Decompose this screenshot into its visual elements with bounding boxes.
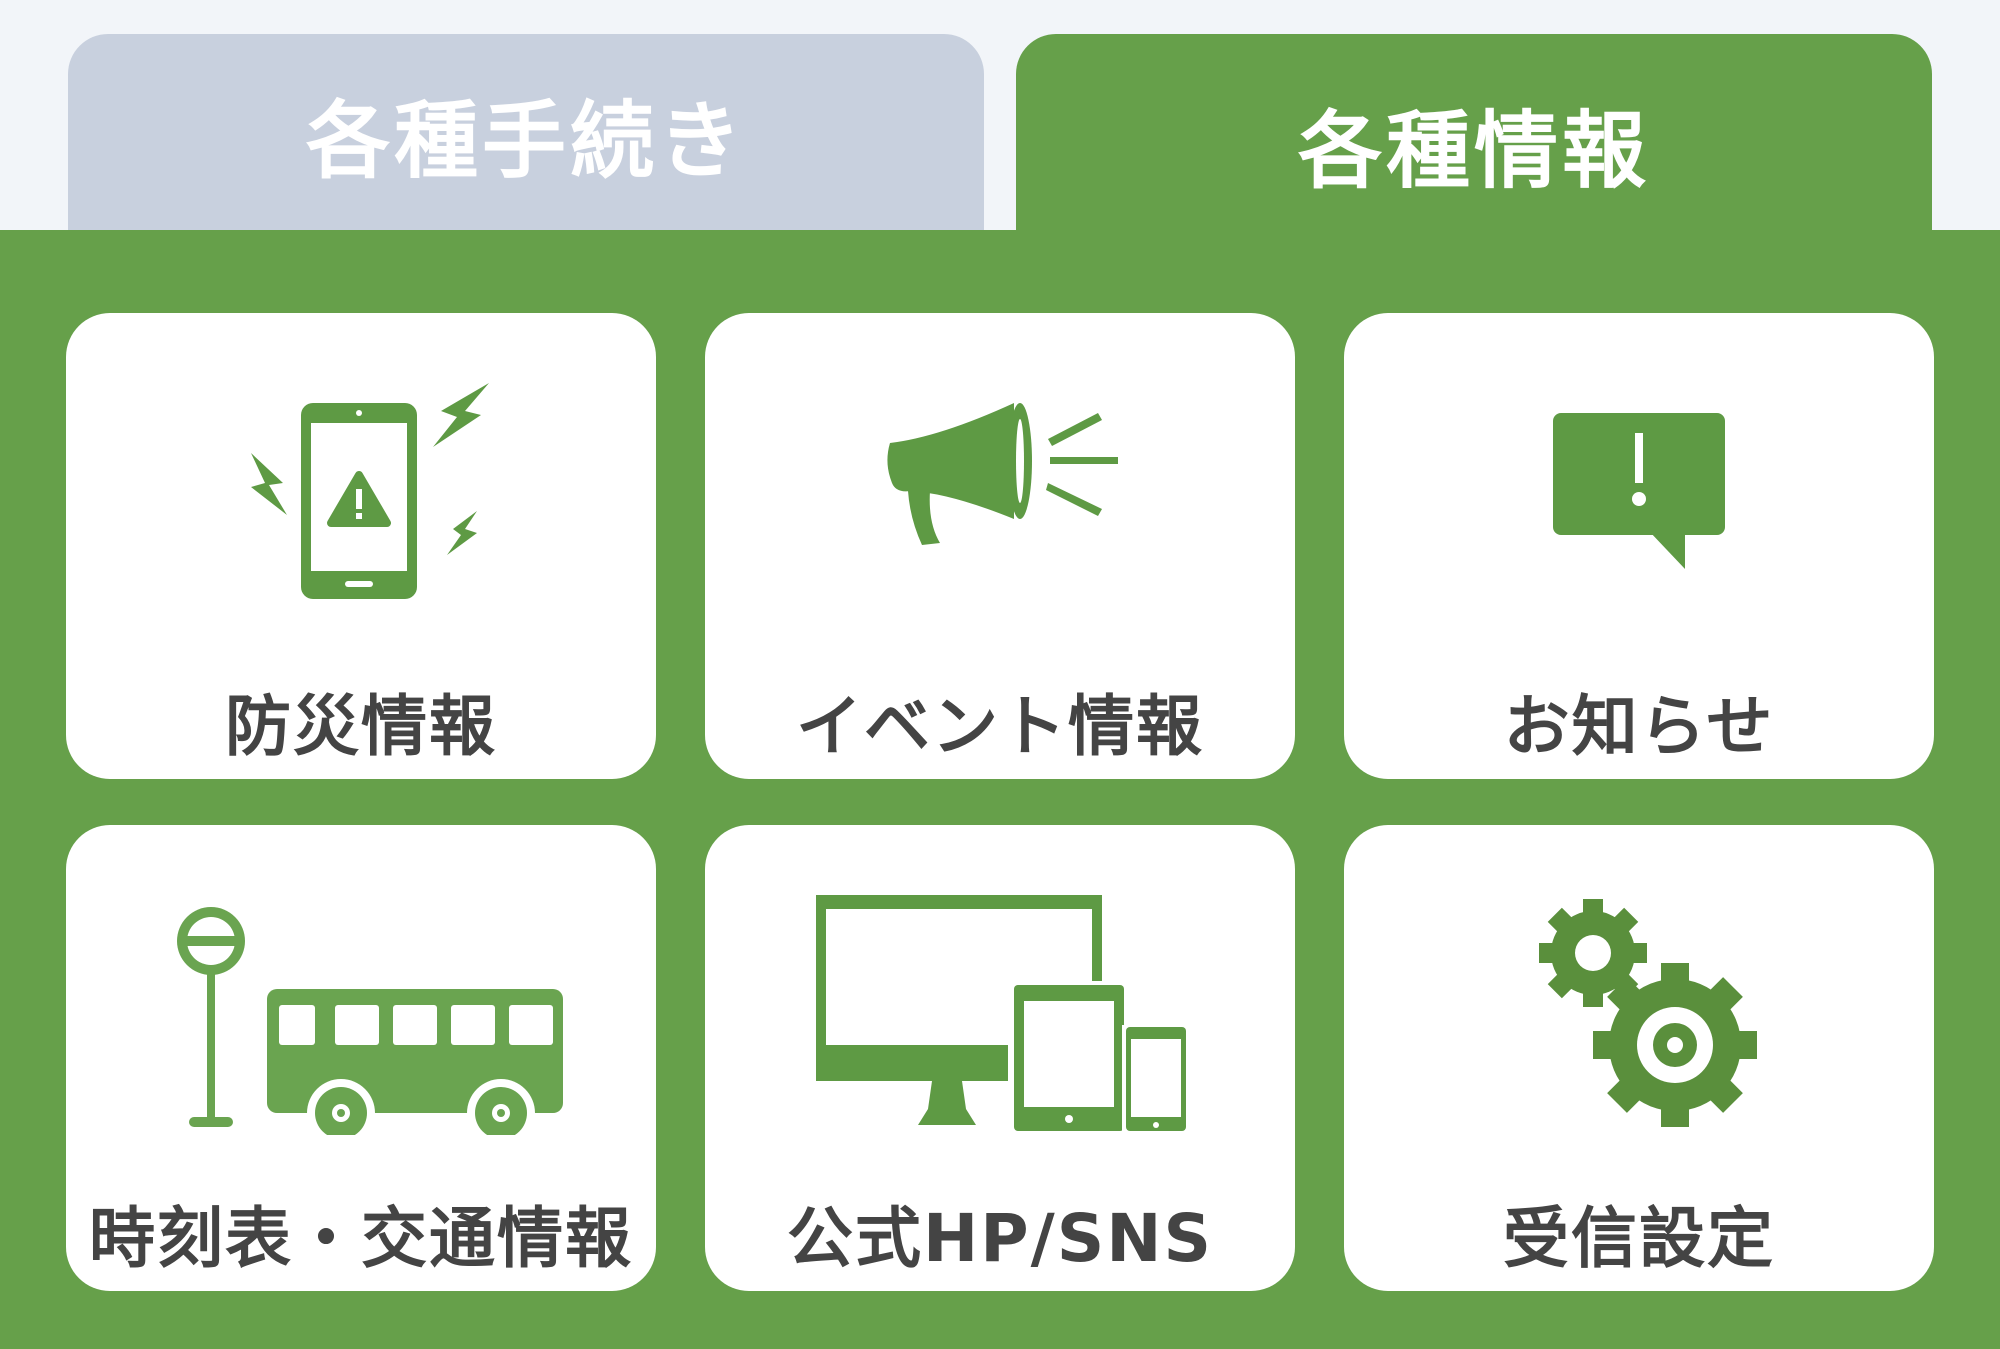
devices-icon bbox=[705, 865, 1295, 1165]
card-timetable-traffic-label: 時刻表・交通情報 bbox=[89, 1200, 633, 1277]
tab-information[interactable]: 各種情報 bbox=[1016, 34, 1932, 254]
tab-information-label: 各種情報 bbox=[1297, 101, 1650, 200]
notice-bubble-icon bbox=[1344, 353, 1934, 653]
card-disaster-info[interactable]: 防災情報 bbox=[66, 313, 656, 779]
card-official-hp-sns[interactable]: 公式HP/SNS bbox=[705, 825, 1295, 1291]
card-notices-label: お知らせ bbox=[1503, 688, 1775, 765]
disaster-phone-icon bbox=[66, 353, 656, 653]
tab-procedures-label: 各種手続き bbox=[305, 91, 746, 190]
gears-icon bbox=[1344, 865, 1934, 1165]
bus-stop-icon bbox=[66, 865, 656, 1165]
card-receive-settings[interactable]: 受信設定 bbox=[1344, 825, 1934, 1291]
card-event-info[interactable]: イベント情報 bbox=[705, 313, 1295, 779]
card-disaster-info-label: 防災情報 bbox=[225, 688, 497, 765]
card-official-hp-sns-label: 公式HP/SNS bbox=[786, 1200, 1214, 1277]
tab-procedures[interactable]: 各種手続き bbox=[68, 34, 984, 234]
card-timetable-traffic[interactable]: 時刻表・交通情報 bbox=[66, 825, 656, 1291]
card-event-info-label: イベント情報 bbox=[796, 688, 1204, 765]
card-receive-settings-label: 受信設定 bbox=[1503, 1200, 1775, 1277]
megaphone-icon bbox=[705, 353, 1295, 653]
card-notices[interactable]: お知らせ bbox=[1344, 313, 1934, 779]
info-panel: 防災情報 イベント情報 bbox=[0, 230, 2000, 1349]
